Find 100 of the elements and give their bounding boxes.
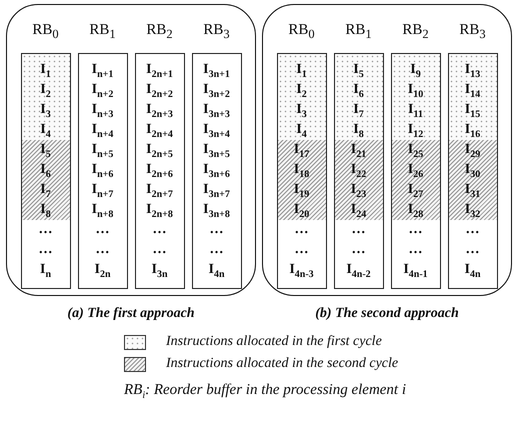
instruction-label: I$_{6}$ <box>353 81 364 100</box>
instruction-label: … <box>352 221 366 239</box>
legend-text: Instructions allocated in the first cycle <box>166 334 382 350</box>
instruction-label: I$_{2}$ <box>296 81 307 100</box>
instruction-label: I$_{29}$ <box>464 141 480 160</box>
instruction-label: … <box>294 241 308 259</box>
instruction-label: … <box>96 241 110 259</box>
instruction-label: I$_{7}$ <box>40 181 51 200</box>
instruction-label: I$_{n}$ <box>40 261 51 280</box>
instruction-label: I$_{8}$ <box>353 121 364 140</box>
instruction-label: I$_{n+8}$ <box>92 201 114 220</box>
instruction-label: I$_{3n}$ <box>151 261 168 280</box>
buffer-heading: RB$_{2}$ <box>401 22 430 42</box>
instruction-label: I$_{19}$ <box>294 181 310 200</box>
instruction-label: I$_{4n-2}$ <box>346 261 371 280</box>
instruction-label: I$_{n+2}$ <box>92 81 114 100</box>
instruction-label: I$_{1}$ <box>296 61 307 80</box>
instruction-label: I$_{n+1}$ <box>92 61 114 80</box>
panel-caption: (a) The first approach <box>67 306 195 322</box>
instruction-label: … <box>210 241 224 259</box>
note-text: RB$_{i}$: Reorder buffer in the processing element i <box>124 382 406 401</box>
instruction-label: I$_{4n-1}$ <box>403 261 428 280</box>
instruction-label: … <box>466 241 480 259</box>
shaded-region <box>392 140 440 220</box>
instruction-label: I$_{3n+3}$ <box>203 101 230 120</box>
approach-panel <box>6 4 256 296</box>
buffer-heading: RB$_{3}$ <box>202 22 231 42</box>
instruction-label: I$_{20}$ <box>294 201 310 220</box>
instruction-label: I$_{4}$ <box>40 121 51 140</box>
instruction-label: I$_{30}$ <box>464 161 480 180</box>
buffer-heading: RB$_{1}$ <box>344 22 373 42</box>
shaded-region <box>22 54 70 140</box>
instruction-label: I$_{9}$ <box>410 61 421 80</box>
instruction-label: I$_{n+4}$ <box>92 121 114 140</box>
instruction-label: I$_{3}$ <box>40 101 51 120</box>
instruction-label: I$_{3n+6}$ <box>203 161 230 180</box>
instruction-label: … <box>152 241 166 259</box>
instruction-label: … <box>352 241 366 259</box>
instruction-label: I$_{15}$ <box>464 101 480 120</box>
shaded-region <box>278 140 326 220</box>
instruction-label: I$_{4}$ <box>296 121 307 140</box>
instruction-label: I$_{2n+1}$ <box>146 61 173 80</box>
shaded-region <box>392 54 440 140</box>
shaded-region <box>334 54 382 140</box>
instruction-label: I$_{14}$ <box>464 81 480 100</box>
instruction-label: I$_{1}$ <box>40 61 51 80</box>
instruction-label: I$_{7}$ <box>353 101 364 120</box>
instruction-label: I$_{28}$ <box>408 201 424 220</box>
shaded-region <box>278 54 326 140</box>
instruction-label: I$_{n+5}$ <box>92 141 114 160</box>
instruction-label: I$_{5}$ <box>353 61 364 80</box>
instruction-label: I$_{4n}$ <box>464 261 480 280</box>
instruction-label: I$_{n+7}$ <box>92 181 114 200</box>
instruction-label: I$_{2n+7}$ <box>146 181 173 200</box>
instruction-label: … <box>38 221 52 239</box>
instruction-label: … <box>38 241 52 259</box>
approach-panel <box>262 4 512 296</box>
buffer-heading: RB$_{0}$ <box>287 22 316 42</box>
instruction-label: I$_{4n-3}$ <box>289 261 314 280</box>
instruction-label: I$_{4n}$ <box>208 261 224 280</box>
instruction-label: I$_{23}$ <box>350 181 366 200</box>
instruction-label: I$_{3n+8}$ <box>203 201 230 220</box>
instruction-label: I$_{2n+5}$ <box>146 141 173 160</box>
instruction-label: I$_{31}$ <box>464 181 480 200</box>
instruction-label: I$_{n+3}$ <box>92 101 114 120</box>
panel-caption: (b) The second approach <box>315 306 459 322</box>
instruction-label: I$_{24}$ <box>350 201 366 220</box>
instruction-label: I$_{17}$ <box>294 141 310 160</box>
instruction-label: I$_{10}$ <box>408 81 424 100</box>
instruction-label: I$_{n+6}$ <box>92 161 114 180</box>
shaded-region <box>334 140 382 220</box>
instruction-label: I$_{5}$ <box>40 141 51 160</box>
instruction-label: … <box>152 221 166 239</box>
shaded-region <box>448 54 496 140</box>
instruction-label: I$_{18}$ <box>294 161 310 180</box>
buffer-heading: RB$_{2}$ <box>145 22 174 42</box>
instruction-label: I$_{32}$ <box>464 201 480 220</box>
buffer-heading: RB$_{3}$ <box>458 22 487 42</box>
instruction-label: I$_{3n+4}$ <box>203 121 230 140</box>
instruction-label: I$_{8}$ <box>40 201 51 220</box>
instruction-label: I$_{6}$ <box>40 161 51 180</box>
buffer-heading: RB$_{0}$ <box>31 22 60 42</box>
instruction-label: … <box>294 221 308 239</box>
instruction-label: I$_{13}$ <box>464 61 480 80</box>
instruction-label: I$_{3n+2}$ <box>203 81 230 100</box>
shaded-region <box>22 140 70 220</box>
instruction-label: I$_{3}$ <box>296 101 307 120</box>
instruction-label: … <box>466 221 480 239</box>
instruction-label: I$_{2n+3}$ <box>146 101 173 120</box>
instruction-label: I$_{22}$ <box>350 161 366 180</box>
instruction-label: I$_{11}$ <box>408 101 423 120</box>
instruction-label: I$_{2n+8}$ <box>146 201 173 220</box>
instruction-label: … <box>96 221 110 239</box>
instruction-label: I$_{12}$ <box>408 121 424 140</box>
instruction-label: I$_{26}$ <box>408 161 424 180</box>
buffer-heading: RB$_{1}$ <box>88 22 117 42</box>
instruction-label: I$_{3n+5}$ <box>203 141 230 160</box>
instruction-label: … <box>408 221 422 239</box>
instruction-label: I$_{27}$ <box>408 181 424 200</box>
instruction-label: I$_{3n+7}$ <box>203 181 230 200</box>
